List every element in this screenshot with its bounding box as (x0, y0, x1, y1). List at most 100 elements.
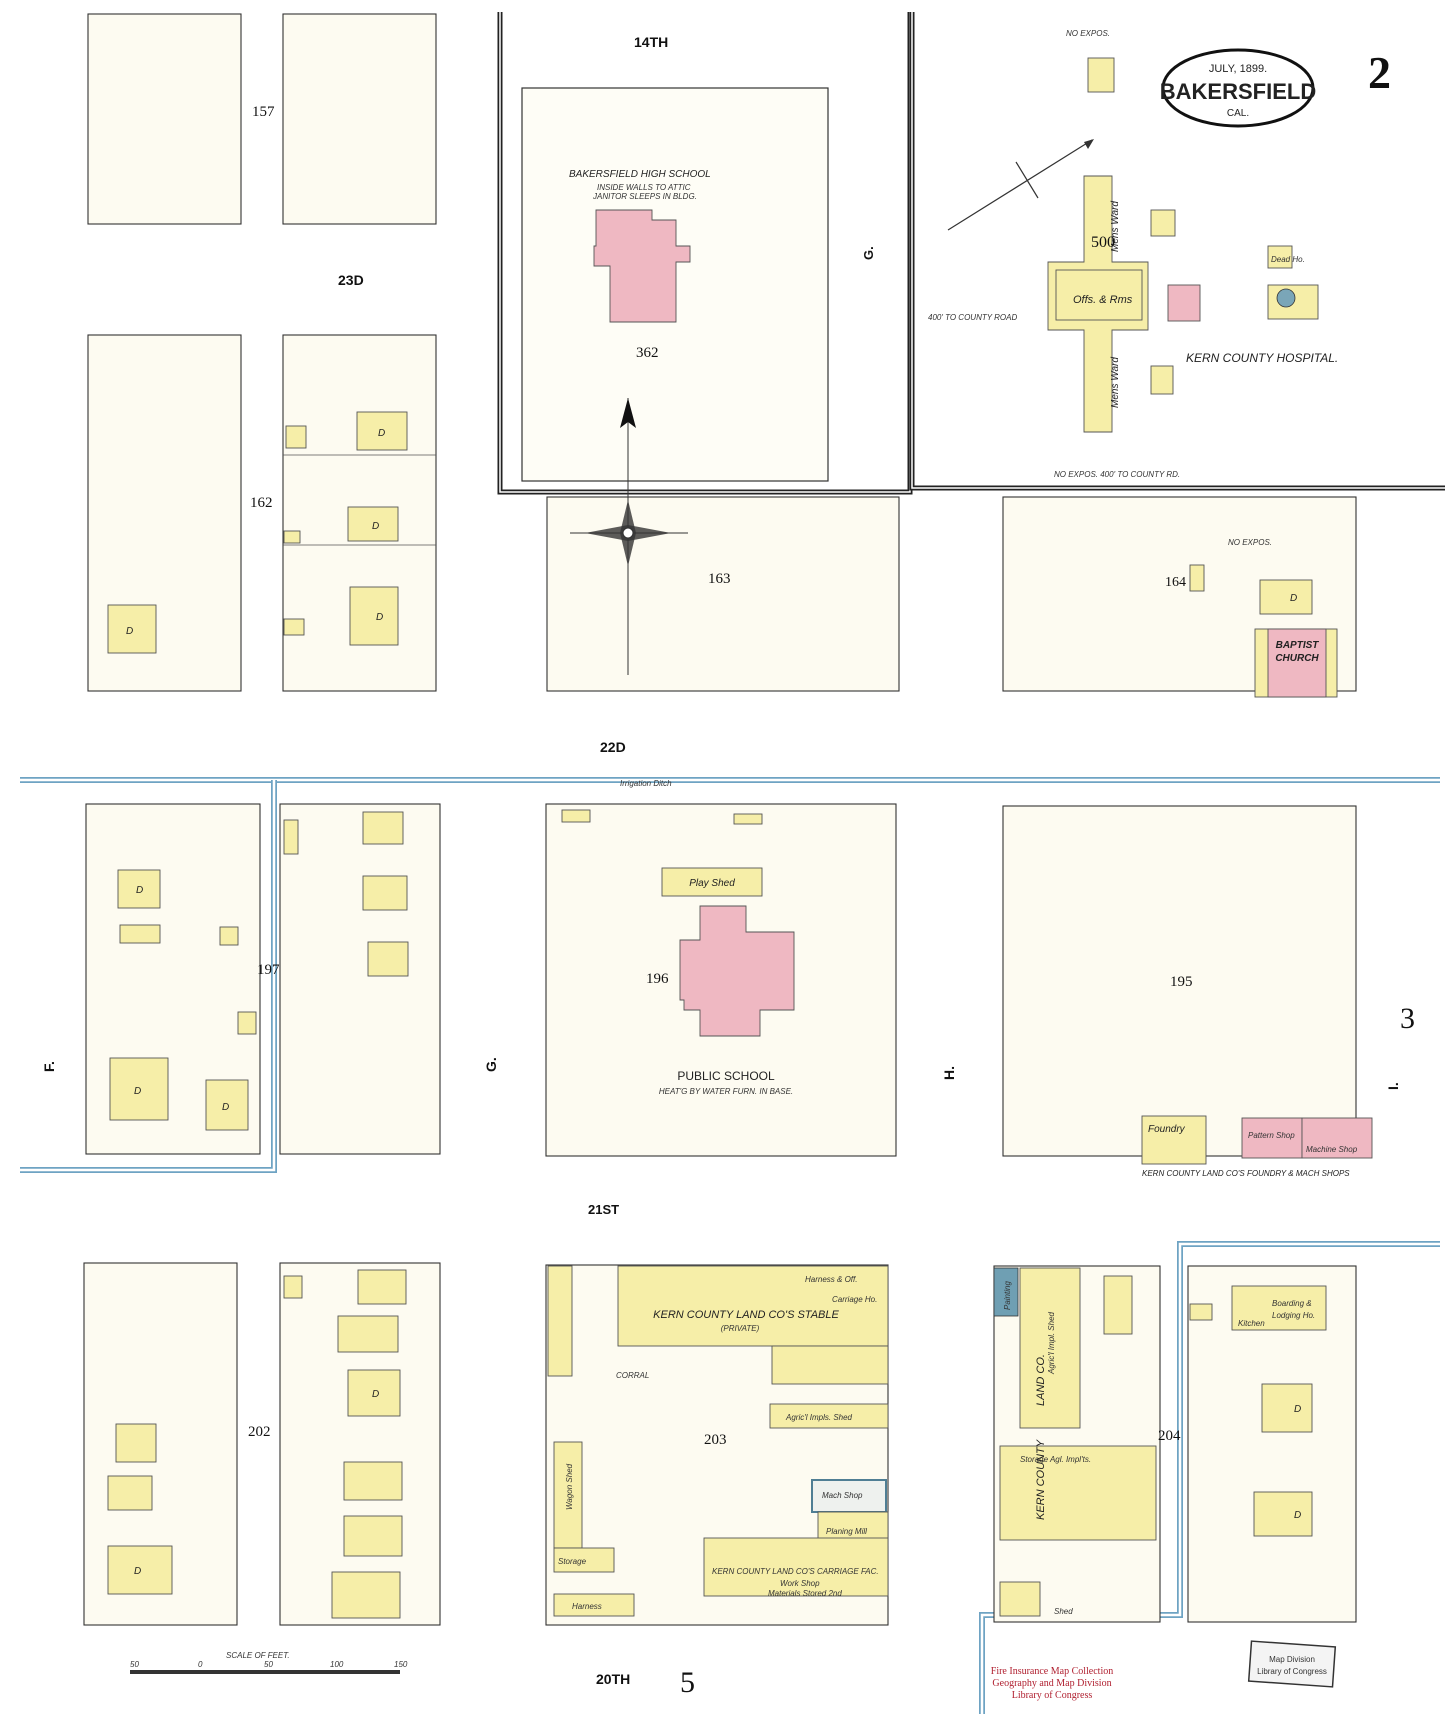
collection-line-1: Fire Insurance Map Collection (991, 1666, 1113, 1677)
block-163 (546, 496, 900, 692)
block-195 (1002, 805, 1357, 1157)
hospital-offices (1055, 269, 1143, 321)
dwelling (115, 1423, 157, 1463)
scale-bar-rule (130, 1670, 400, 1674)
land-co-label-2: LAND CO. (1035, 1354, 1047, 1406)
machine-shop-label: Machine Shop (1306, 1145, 1358, 1154)
adjacent-sheet-3: 3 (1400, 1002, 1415, 1035)
pattern-shop (1241, 1117, 1303, 1159)
dwelling (357, 1269, 407, 1305)
sheet-number: 2 (1368, 47, 1391, 98)
boarding-label-2: Lodging Ho. (1272, 1311, 1315, 1320)
block-204-label: 204 (1158, 1428, 1181, 1444)
scale-bar: SCALE OF FEET. 50 0 50 100 150 (130, 1651, 408, 1674)
scale-tick: 0 (198, 1660, 203, 1669)
stamp-line-2: Library of Congress (1257, 1667, 1327, 1676)
scale-label: SCALE OF FEET. (226, 1651, 290, 1660)
block-197-label: 197 (257, 962, 280, 978)
carriage-house-ext (771, 1345, 889, 1385)
foundry (1141, 1115, 1207, 1165)
no-expos-top: NO EXPOS. (1066, 29, 1110, 38)
collection-line-2: Geography and Map Division (992, 1678, 1111, 1689)
dwelling-label: D (376, 612, 383, 623)
high-school-building (593, 209, 691, 323)
land-co-label-1: KERN COUNTY (1035, 1439, 1047, 1520)
harness-label: Harness (572, 1602, 602, 1611)
dwelling (205, 1079, 249, 1131)
outbuilding (283, 618, 305, 636)
dwelling (107, 1545, 173, 1595)
dwelling-label: D (378, 428, 385, 439)
irrigation-ditch: Irrigation Ditch Irrigation Ditch (20, 777, 1440, 1714)
scale-tick: 150 (394, 1660, 408, 1669)
street-23d: 23D (338, 272, 364, 288)
agricl-impl-shed-label: Agric'l Impl. Shed (1047, 1311, 1056, 1375)
scale-tick: 50 (130, 1660, 139, 1669)
pattern-shop-label: Pattern Shop (1248, 1131, 1295, 1140)
dwelling (331, 1571, 401, 1619)
hospital-offs-label: Offs. & Rms (1073, 294, 1133, 306)
wagon-shed-label: Wagon Shed (565, 1463, 574, 1510)
dwelling (349, 586, 399, 646)
baptist-label-2: CHURCH (1275, 653, 1319, 664)
baptist-church (1267, 628, 1327, 698)
stable-label: KERN COUNTY LAND CO'S STABLE (653, 1309, 839, 1321)
dwelling-label: D (126, 626, 133, 637)
block-162-label: 162 (250, 495, 273, 511)
dwelling (343, 1515, 403, 1557)
boarding-house (1231, 1285, 1327, 1331)
map-state: CAL. (1227, 108, 1249, 119)
harness-off-label: Harness & Off. (805, 1275, 857, 1284)
street-14th: 14TH (634, 34, 668, 50)
dwelling (337, 1315, 399, 1353)
play-shed (661, 867, 763, 897)
dwelling (1261, 1383, 1313, 1433)
dwelling-label: D (222, 1102, 229, 1113)
carriage-fac-label: KERN COUNTY LAND CO'S CARRIAGE FAC. (712, 1567, 879, 1576)
street-h: H. (941, 1066, 957, 1080)
mach-shop (811, 1479, 887, 1513)
dwelling (117, 869, 161, 909)
foundry-label: Foundry (1148, 1124, 1186, 1135)
dwelling-label: D (1294, 1510, 1301, 1521)
dwelling (107, 604, 157, 654)
wagon-shed (553, 1441, 583, 1549)
agricl-shed-label: Agric'l Impls. Shed (785, 1413, 853, 1422)
block-362: 14TH G. BAKERSFIELD HIGH SCHOOL INSIDE W… (497, 12, 913, 495)
block-500: NO EXPOS. Offs. & Rms Mens Ward Mens War… (909, 12, 1445, 491)
outbuilding-f (1087, 57, 1115, 93)
storage-agl (999, 1445, 1157, 1541)
hospital-brick-b (1167, 284, 1201, 322)
water-tank (1276, 288, 1296, 308)
scale-tick: 100 (330, 1660, 344, 1669)
outbuilding (285, 425, 307, 449)
agricl-shed (769, 1403, 889, 1429)
work-shop-label: Work Shop (780, 1579, 820, 1588)
dead-house-label: Dead Ho. (1271, 255, 1305, 264)
street-22d: 22D (600, 739, 626, 755)
kitchen-label: Kitchen (1238, 1319, 1265, 1328)
block-196-label: 196 (646, 971, 669, 987)
street-i: I. (1385, 1082, 1401, 1090)
north-arrow-line (947, 139, 1093, 231)
mens-ward-upper: Mens Ward (1110, 201, 1121, 252)
dwelling (367, 941, 409, 977)
street-g: G. (483, 1057, 499, 1072)
dwelling-label: D (372, 1389, 379, 1400)
hospital-wc (1150, 209, 1176, 237)
outbuilding (733, 813, 763, 825)
dwelling (362, 875, 408, 911)
harness-203 (553, 1593, 635, 1617)
dwelling (109, 1057, 169, 1121)
block-157-right (282, 13, 437, 225)
street-f: F. (41, 1061, 57, 1072)
dwelling-label: D (136, 885, 143, 896)
stamp-line-1: Map Division (1269, 1655, 1315, 1664)
block-197-right (279, 803, 441, 1155)
outbuilding (1189, 564, 1205, 592)
foundry-caption: KERN COUNTY LAND CO'S FOUNDRY & MACH SHO… (1142, 1169, 1350, 1178)
outbuilding (237, 1011, 257, 1035)
materials-label: Materials Stored 2nd (768, 1589, 842, 1598)
block-362-label: 362 (636, 345, 659, 361)
high-school-label: BAKERSFIELD HIGH SCHOOL (569, 169, 711, 180)
